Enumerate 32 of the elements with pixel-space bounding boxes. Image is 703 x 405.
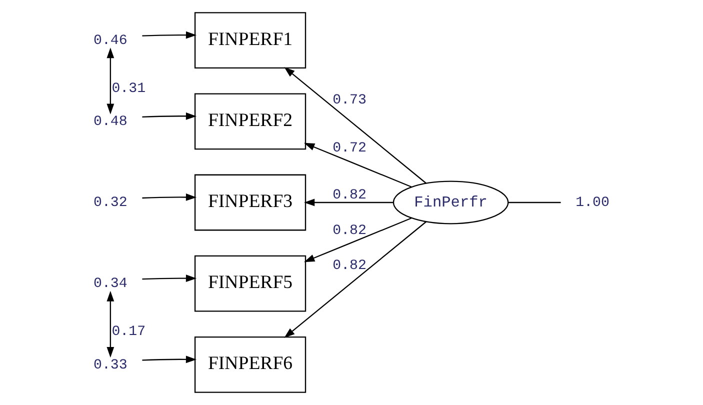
edge-label: 0.82 (332, 222, 366, 239)
arrow (142, 194, 197, 201)
node-text: 0.46 (94, 32, 128, 49)
node-box: FINPERF5 (194, 255, 306, 312)
node-ellipse: FinPerfr (392, 180, 509, 224)
node-text: 0.32 (94, 195, 128, 212)
edge-label: 0.72 (332, 140, 366, 156)
arrow (106, 48, 114, 114)
node-text: 1.00 (576, 195, 610, 212)
arrow (284, 221, 426, 338)
arrow (304, 198, 394, 206)
connector (508, 202, 561, 204)
node-box: FINPERF6 (194, 336, 306, 393)
arrow (142, 274, 197, 282)
node-box: FINPERF2 (194, 93, 306, 150)
node-text: 0.48 (94, 114, 128, 130)
node-text: 0.34 (94, 276, 128, 292)
edge-label: 0.82 (332, 188, 366, 204)
edge-label: 0.73 (332, 92, 366, 108)
node-text: 0.33 (94, 357, 128, 374)
node-box: FINPERF3 (194, 174, 306, 231)
arrow (142, 31, 197, 39)
arrow (284, 67, 426, 184)
arrow (304, 142, 412, 188)
arrow (106, 290, 114, 358)
node-box: FINPERF1 (194, 12, 306, 69)
edge-label: 0.17 (112, 324, 146, 340)
edge-label: 0.82 (332, 258, 366, 274)
edge-label: 0.31 (112, 80, 146, 97)
arrow (142, 356, 197, 364)
arrow (304, 218, 412, 262)
arrow (142, 112, 197, 120)
